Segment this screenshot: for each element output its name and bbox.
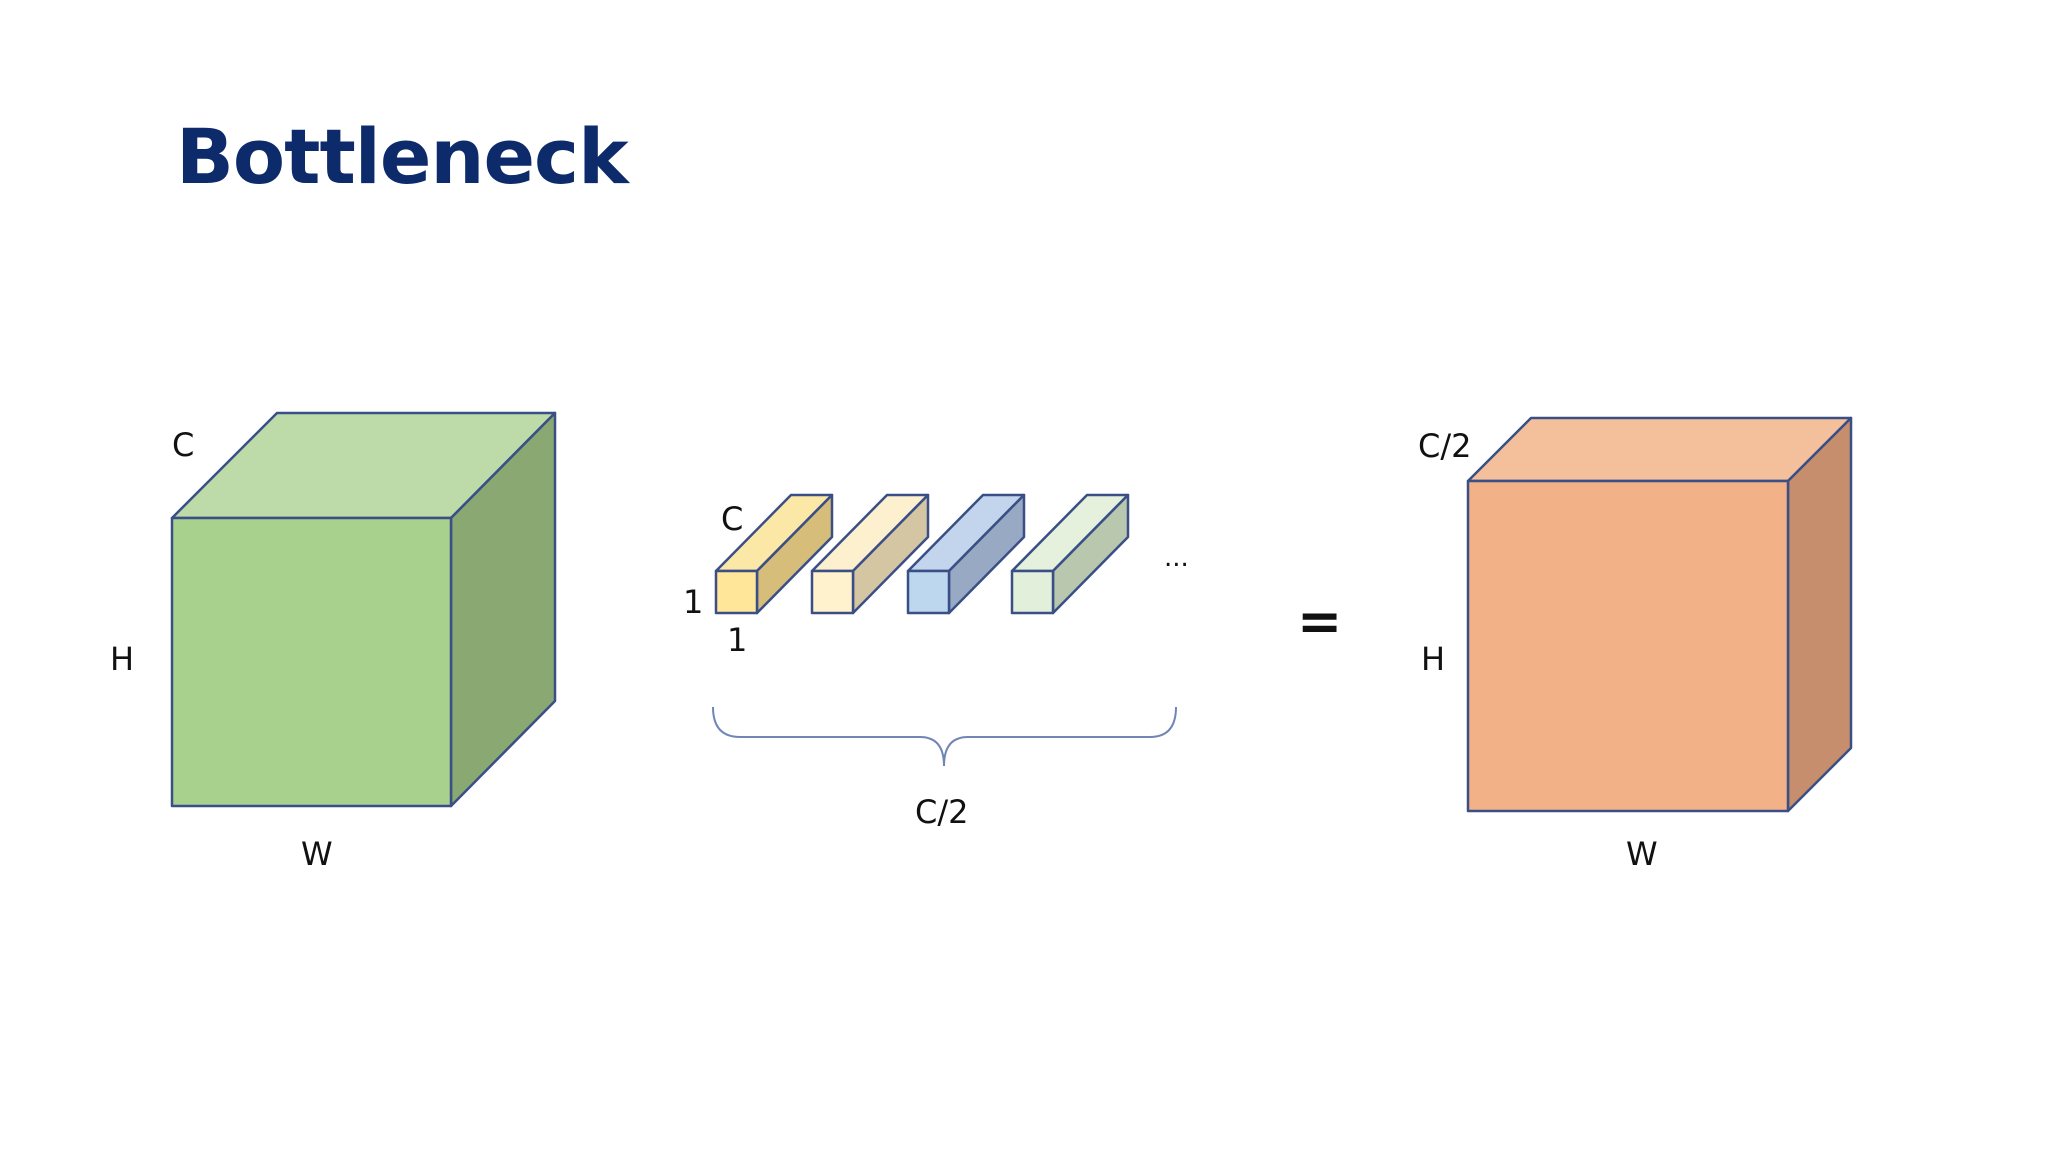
filter-front-face: [1010, 569, 1055, 615]
filter-front-face: [714, 569, 759, 615]
output-depth-label: C/2: [1418, 427, 1471, 465]
filter-1x1-light-yellow: [810, 493, 930, 615]
output-cube-top-face: [1466, 416, 1853, 483]
input-depth-label: C: [172, 426, 194, 464]
filter-front-face: [810, 569, 855, 615]
filter-1x1-light-green: [1010, 493, 1130, 615]
output-width-label: W: [1626, 835, 1658, 873]
output-height-label: H: [1421, 640, 1445, 678]
filter-ellipsis: ...: [1164, 543, 1189, 573]
output-cube: [1466, 416, 1853, 813]
filter-count-label: C/2: [915, 793, 968, 831]
input-width-label: W: [301, 835, 333, 873]
output-cube-front-face: [1466, 479, 1790, 813]
filter-count-brace: [712, 706, 1177, 767]
filter-1x1-blue: [906, 493, 1026, 615]
filter-height-label: 1: [683, 583, 703, 621]
equals-sign: =: [1297, 590, 1342, 653]
input-cube: [170, 411, 557, 808]
slide-title: Bottleneck: [176, 112, 629, 201]
filter-1x1-yellow: [714, 493, 834, 615]
filter-front-face: [906, 569, 951, 615]
output-cube-side-face: [1786, 416, 1853, 813]
filter-width-label: 1: [727, 621, 747, 659]
input-height-label: H: [110, 640, 134, 678]
input-cube-front-face: [170, 516, 453, 808]
filter-depth-label: C: [721, 500, 743, 538]
